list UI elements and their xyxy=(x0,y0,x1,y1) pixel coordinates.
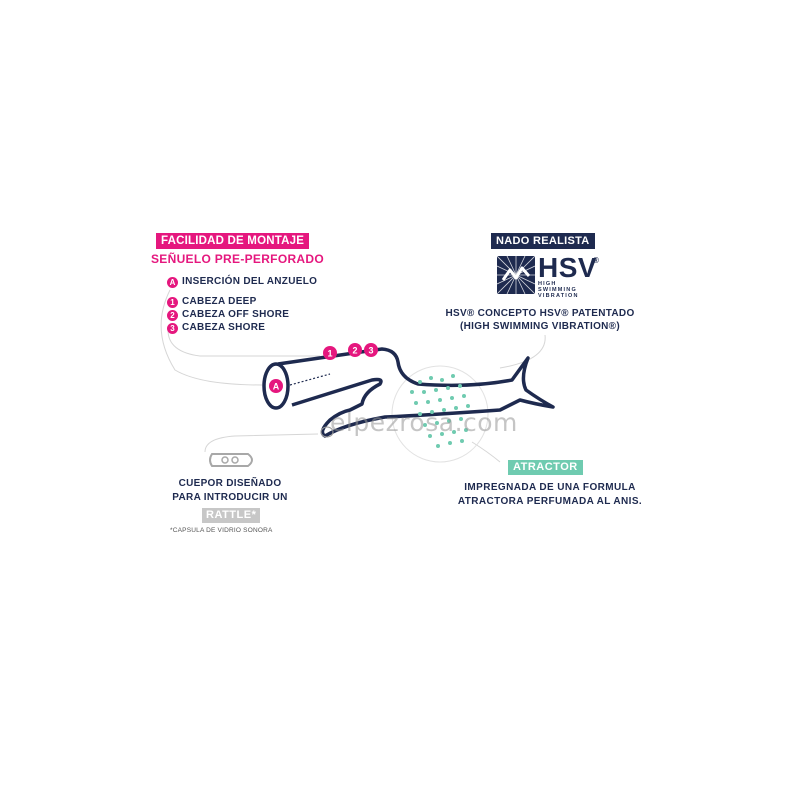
lure-head-marker-2-label: 2 xyxy=(352,346,357,356)
hook-insertion-item: A INSERCIÓN DEL ANZUELO xyxy=(167,276,317,289)
atractor-description-line1: IMPREGNADA DE UNA FORMULA xyxy=(464,482,636,493)
number-3-icon: 3 xyxy=(167,322,178,334)
hook-insertion-label: INSERCIÓN DEL ANZUELO xyxy=(182,276,318,287)
lure-head-marker-2 xyxy=(348,343,362,357)
rattle-capsule-icon xyxy=(209,453,253,467)
head-item-deep: 1 CABEZA DEEP xyxy=(167,296,257,309)
watermark: elpezrosa.com xyxy=(330,408,518,437)
head-deep-label: CABEZA DEEP xyxy=(182,296,257,307)
nado-realista-badge: NADO REALISTA xyxy=(491,233,595,249)
lure-head-marker-1-label: 1 xyxy=(327,349,332,359)
connector-line-rattle xyxy=(204,433,319,453)
lure-hook-marker xyxy=(269,379,283,393)
hsv-logo-sub-3: VIBRATION xyxy=(538,293,579,299)
connector-line-heads xyxy=(167,329,320,357)
lure-head-marker-1 xyxy=(323,346,337,360)
lure-hook-marker-label: A xyxy=(273,382,280,392)
hook-marker-icon: A xyxy=(167,276,178,288)
attractor-dots xyxy=(410,374,470,448)
lure-head-marker-3 xyxy=(364,343,378,357)
attractor-zone xyxy=(391,365,489,463)
number-1-icon: 1 xyxy=(167,296,178,308)
head-shore-label: CABEZA SHORE xyxy=(182,322,266,333)
head-offshore-label: CABEZA OFF SHORE xyxy=(182,309,290,320)
atractor-badge: ATRACTOR xyxy=(508,460,583,475)
head-item-shore: 3 CABEZA SHORE xyxy=(167,322,265,335)
connector-line-atractor xyxy=(471,441,501,463)
rattle-description-line2: PARA INTRODUCIR UN xyxy=(172,492,288,503)
atractor-description-line2: ATRACTORA PERFUMADA AL ANIS. xyxy=(457,496,643,507)
hsv-logo-sub-2: SWIMMING xyxy=(538,287,577,293)
hsv-description-line1: HSV® CONCEPTO HSV® PATENTADO xyxy=(445,308,635,319)
lure-body-outline xyxy=(277,347,555,438)
hsv-logo-sub-1: HIGH xyxy=(538,281,557,287)
hsv-logo-registered: ® xyxy=(593,256,599,265)
number-2-icon: 2 xyxy=(167,309,178,321)
hsv-logo-text: HSV xyxy=(538,252,598,283)
hsv-wave-icon xyxy=(496,255,536,295)
pre-perforated-line xyxy=(289,373,331,386)
facilidad-montaje-badge: FACILIDAD DE MONTAJE xyxy=(156,233,310,249)
connector-line-hsv xyxy=(499,334,546,369)
hsv-description-line2: (HIGH SWIMMING VIBRATION®) xyxy=(460,321,620,332)
connector-line-hook xyxy=(160,289,263,386)
head-item-offshore: 2 CABEZA OFF SHORE xyxy=(167,309,289,322)
rattle-badge: RATTLE* xyxy=(202,508,261,523)
rattle-footnote: *CAPSULA DE VIDRIO SONORA xyxy=(170,527,273,534)
pre-perforado-subtitle: SEÑUELO PRE-PERFORADO xyxy=(151,252,324,266)
lure-rattle-capsule xyxy=(320,426,334,438)
hsv-logo: HSV ® HIGH SWIMMING VIBRATION xyxy=(496,252,601,299)
lure-head-marker-3-label: 3 xyxy=(368,346,373,356)
rattle-description-line1: CUEPOR DISEÑADO xyxy=(178,478,282,489)
